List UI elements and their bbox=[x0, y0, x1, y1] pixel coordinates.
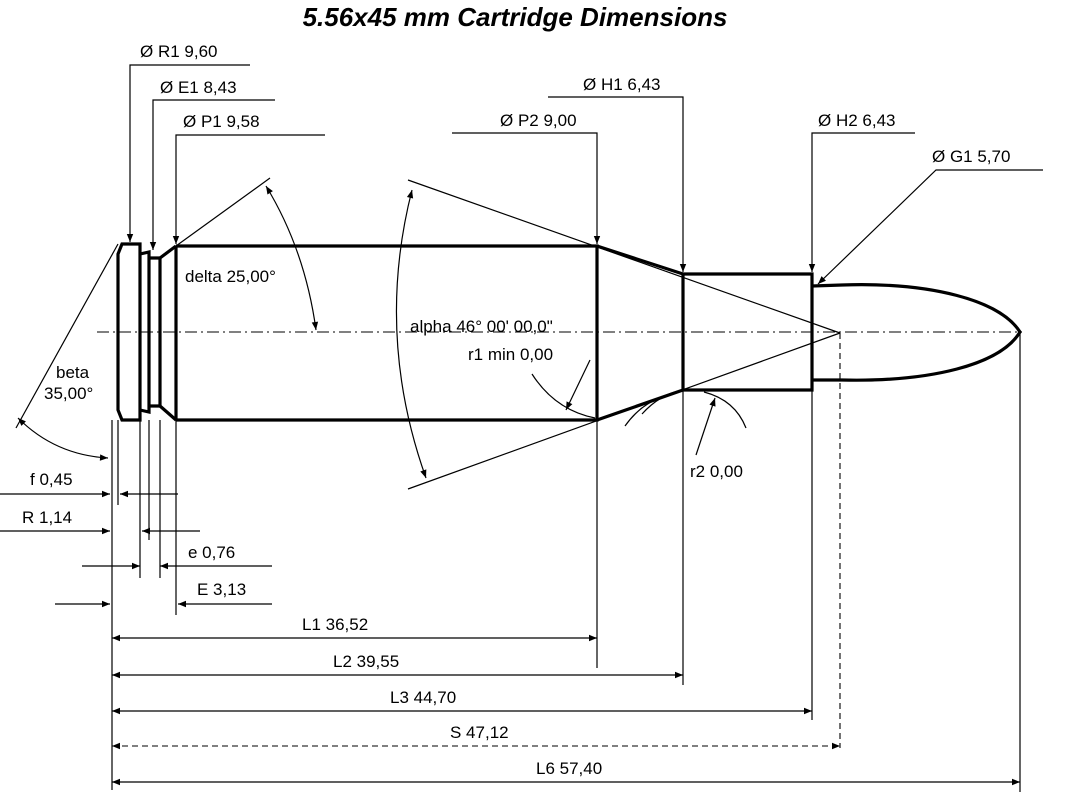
label-r1-min: r1 min 0,00 bbox=[468, 345, 553, 364]
label-l3: L3 44,70 bbox=[390, 688, 456, 707]
rebate bbox=[149, 256, 162, 408]
bullet bbox=[811, 283, 1022, 382]
label-r1-diameter: Ø R1 9,60 bbox=[140, 42, 218, 61]
label-h1-diameter: Ø H1 6,43 bbox=[583, 75, 661, 94]
label-e1-diameter: Ø E1 8,43 bbox=[160, 78, 237, 97]
label-R: R 1,14 bbox=[22, 508, 72, 527]
small-dimensions bbox=[0, 490, 272, 608]
radius-indicators bbox=[531, 359, 747, 456]
label-l2: L2 39,55 bbox=[333, 652, 399, 671]
delta-arc bbox=[265, 185, 319, 331]
label-p2-diameter: Ø P2 9,00 bbox=[500, 111, 577, 130]
extractor-groove bbox=[139, 250, 151, 414]
beta-construction bbox=[15, 243, 119, 461]
label-l1: L1 36,52 bbox=[302, 615, 368, 634]
label-alpha: alpha 46° 00' 00,0" bbox=[410, 317, 553, 336]
label-r2: r2 0,00 bbox=[690, 462, 743, 481]
label-delta: delta 25,00° bbox=[185, 267, 276, 286]
label-p1-diameter: Ø P1 9,58 bbox=[183, 112, 260, 131]
label-h2-diameter: Ø H2 6,43 bbox=[818, 111, 896, 130]
page-title: 5.56x45 mm Cartridge Dimensions bbox=[303, 2, 728, 32]
label-g1-diameter: Ø G1 5,70 bbox=[932, 147, 1010, 166]
label-l6: L6 57,40 bbox=[536, 759, 602, 778]
rim bbox=[116, 242, 142, 422]
alpha-construction bbox=[395, 179, 841, 748]
beta-arc bbox=[17, 417, 109, 461]
label-beta-value: 35,00° bbox=[44, 384, 93, 403]
label-f: f 0,45 bbox=[30, 470, 73, 489]
base-chamfer bbox=[158, 244, 178, 422]
case-body bbox=[176, 244, 599, 422]
label-e: e 0,76 bbox=[188, 543, 235, 562]
diameter-leaders bbox=[126, 64, 1043, 285]
extension-lines bbox=[111, 334, 1021, 792]
label-s: S 47,12 bbox=[450, 723, 509, 742]
label-beta-name: beta bbox=[56, 363, 90, 382]
length-dimensions bbox=[112, 634, 1020, 786]
alpha-arc bbox=[395, 189, 427, 479]
cartridge-outline bbox=[116, 242, 1022, 422]
label-E: E 3,13 bbox=[197, 580, 246, 599]
delta-construction bbox=[175, 177, 319, 331]
